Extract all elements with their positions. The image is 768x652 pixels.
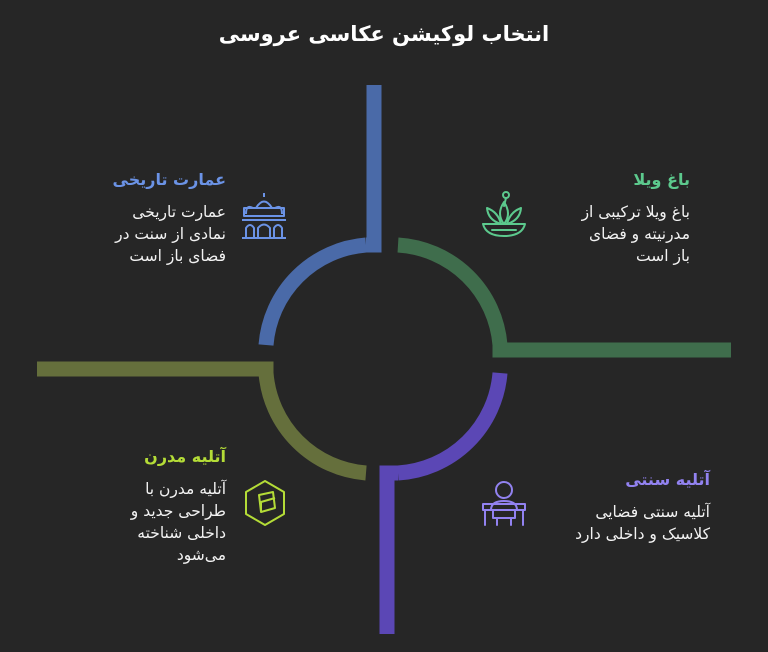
historic-title: عمارت تاریخی <box>112 170 226 189</box>
arm-historic <box>366 85 382 253</box>
traditional-block: آتلیه سنتی آتلیه سنتی فضایی کلاسیک و داخ… <box>510 470 710 545</box>
arm-modern <box>37 361 274 377</box>
hexagon-cube-icon <box>245 480 285 526</box>
segment-historic <box>258 85 382 346</box>
garden-title: باغ ویلا <box>633 170 690 189</box>
page-title: انتخاب لوکیشن عکاسی عروسی <box>218 22 550 46</box>
modern-block: آتلیه مدرن آتلیه مدرن با طراحی جدید و دا… <box>90 447 226 566</box>
modern-description: آتلیه مدرن با طراحی جدید و داخلی شناخته … <box>130 480 226 564</box>
arc-historic <box>258 237 367 346</box>
traditional-description: آتلیه سنتی فضایی کلاسیک و داخلی دارد <box>575 503 710 543</box>
traditional-title: آتلیه سنتی <box>625 470 710 489</box>
historic-block: عمارت تاریخی عمارت تاریخی نمادی از سنت د… <box>70 170 226 267</box>
arc-modern <box>258 372 367 481</box>
arm-traditional <box>379 465 398 634</box>
arm-garden <box>492 342 731 358</box>
garden-block: باغ ویلا باغ ویلا ترکیبی از مدرنیته و فض… <box>540 170 690 267</box>
historic-mansion-icon <box>242 193 286 239</box>
garden-plant-icon <box>482 191 526 237</box>
arc-traditional <box>397 372 508 481</box>
garden-description: باغ ویلا ترکیبی از مدرنیته و فضای باز اس… <box>581 203 690 265</box>
arc-garden <box>397 237 508 346</box>
person-at-desk-icon <box>482 481 526 526</box>
modern-title: آتلیه مدرن <box>144 447 226 466</box>
segment-modern <box>37 361 367 481</box>
segment-garden <box>397 237 731 358</box>
historic-description: عمارت تاریخی نمادی از سنت در فضای باز اس… <box>115 203 226 265</box>
segment-traditional <box>379 372 508 634</box>
